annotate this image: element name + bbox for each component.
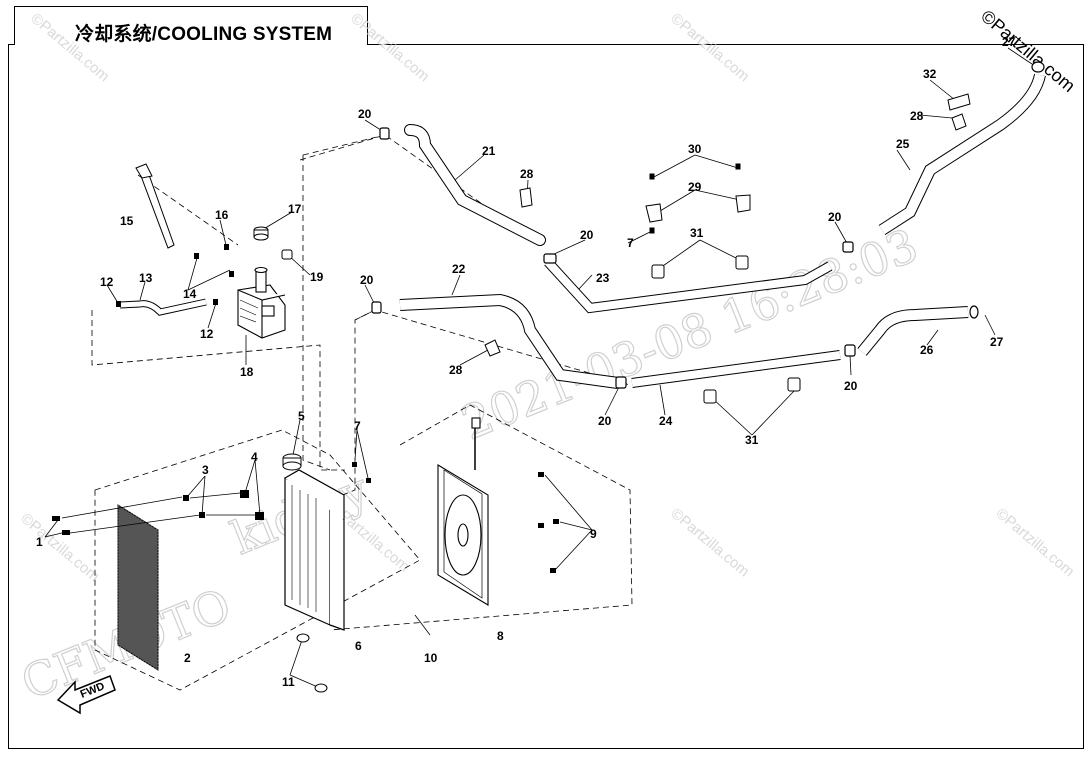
- watermark-site: ©Partzilla.com: [992, 505, 1077, 580]
- callout-28: 28: [910, 109, 924, 123]
- callout-23: 23: [596, 271, 610, 285]
- part-2-front-grille: [117, 504, 159, 671]
- part-27-caps: [969, 61, 1045, 319]
- callout-21: 21: [482, 144, 496, 158]
- callout-7: 7: [354, 419, 361, 433]
- part-6-radiator: [284, 469, 345, 631]
- callout-20: 20: [580, 228, 594, 242]
- watermark-site: ©Partzilla.com: [667, 10, 752, 85]
- part-29-30-brackets: [645, 163, 751, 234]
- callout-15: 15: [120, 214, 134, 228]
- watermark-site: ©Partzilla.com: [347, 10, 432, 85]
- watermark-site: ©Partzilla.com: [27, 10, 112, 85]
- part-22-hose: [399, 293, 619, 389]
- callout-1: 1: [36, 535, 43, 549]
- callout-7: 7: [627, 236, 634, 250]
- fwd-arrow: FWD: [56, 675, 116, 715]
- callout-31: 31: [690, 226, 704, 240]
- callout-25: 25: [896, 137, 910, 151]
- callout-10: 10: [424, 651, 438, 665]
- callout-12: 12: [200, 327, 214, 341]
- part-25-hose: [878, 73, 1046, 236]
- part-small-clamps: [116, 244, 234, 307]
- part-20-clamps: [371, 127, 856, 389]
- callout-27: 27: [990, 335, 1004, 349]
- callout-32: 32: [923, 67, 937, 81]
- part-9-screws: [538, 472, 559, 573]
- part-8-cooling-fan: [437, 417, 489, 606]
- callout-20: 20: [360, 273, 374, 287]
- part-15-strap: [135, 163, 175, 249]
- watermark-timestamp: 2021-03-08 16:28:03: [454, 218, 925, 450]
- part-23-pipe: [544, 258, 833, 314]
- callout-16: 16: [215, 208, 229, 222]
- part-24-pipe: [631, 350, 841, 388]
- callout-4: 4: [251, 450, 258, 464]
- callout-labels: 1 2 3 4 5 6 7 7 8 9 10 11 12 12 13 14 15…: [36, 35, 1016, 689]
- part-17-reservoir-cap: [253, 226, 269, 241]
- callout-13: 13: [139, 271, 153, 285]
- callout-28: 28: [520, 167, 534, 181]
- callout-26: 26: [920, 343, 934, 357]
- callout-2: 2: [184, 651, 191, 665]
- watermark-site: ©Partzilla.com: [17, 510, 102, 585]
- title-box: 冷却系统/COOLING SYSTEM: [14, 6, 368, 45]
- callout-29: 29: [688, 180, 702, 194]
- callout-20: 20: [598, 414, 612, 428]
- part-18-coolant-reservoir: [237, 266, 286, 339]
- callout-28: 28: [449, 363, 463, 377]
- callout-18: 18: [240, 365, 254, 379]
- diagram-frame: [8, 44, 1084, 749]
- part-32-bracket: [947, 93, 971, 111]
- callout-9: 9: [590, 527, 597, 541]
- part-3-4-grommets: [183, 490, 264, 520]
- callout-31: 31: [745, 433, 759, 447]
- part-7-bolts: [352, 462, 371, 483]
- part-1-bolts: [52, 516, 70, 535]
- part-19-fitting: [281, 249, 293, 260]
- callout-6: 6: [355, 639, 362, 653]
- callout-12: 12: [100, 275, 114, 289]
- callout-22: 22: [452, 262, 466, 276]
- callout-3: 3: [202, 463, 209, 477]
- part-mount-lines: [61, 492, 255, 534]
- part-31-sleeves: [651, 255, 801, 404]
- callout-30: 30: [688, 142, 702, 156]
- callout-20: 20: [358, 107, 372, 121]
- part-21-hose: [404, 124, 546, 246]
- leader-lines: [44, 47, 1036, 689]
- part-26-hose: [857, 306, 969, 356]
- callout-20: 20: [844, 379, 858, 393]
- callout-20: 20: [828, 210, 842, 224]
- callout-27: 27: [1002, 35, 1016, 49]
- watermark-site: ©Partzilla.com: [667, 505, 752, 580]
- callout-14: 14: [183, 287, 197, 301]
- callout-11: 11: [282, 675, 295, 689]
- part-13-overflow-hose: [119, 298, 207, 316]
- callout-17: 17: [288, 202, 302, 216]
- callout-24: 24: [659, 414, 673, 428]
- callout-5: 5: [298, 409, 305, 423]
- callout-8: 8: [497, 629, 504, 643]
- part-5-radiator-cap: [282, 453, 302, 471]
- part-28-clips: [484, 113, 967, 357]
- page-title: 冷却系统/COOLING SYSTEM: [75, 24, 333, 45]
- callout-19: 19: [310, 270, 324, 284]
- part-11-grommets: [296, 633, 328, 693]
